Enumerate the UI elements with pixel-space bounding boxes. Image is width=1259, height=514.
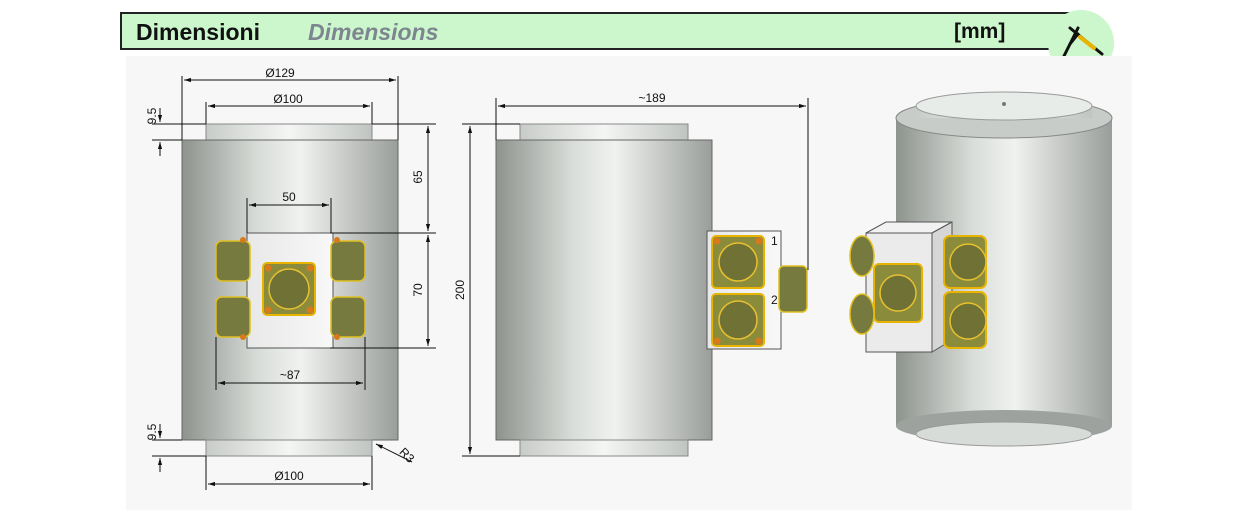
dim-top-outer-diameter: Ø129 bbox=[265, 66, 295, 80]
dim-corner-radius: R3 bbox=[396, 445, 417, 466]
isometric-view bbox=[849, 91, 1113, 447]
dim-flange-bottom-height: 9.5 bbox=[145, 423, 159, 440]
section-header: Dimensioni Dimensions [mm] bbox=[120, 12, 1072, 50]
dim-upper-section: 65 bbox=[411, 170, 425, 184]
front-view bbox=[181, 123, 399, 457]
dim-connector-span: ~87 bbox=[280, 368, 301, 382]
caliper-icon bbox=[1060, 26, 1104, 62]
units-label: [mm] bbox=[954, 20, 1006, 43]
dim-connector-block-height: 70 bbox=[411, 283, 425, 297]
dim-overall-height: 200 bbox=[453, 280, 467, 300]
dim-top-inner-diameter: Ø100 bbox=[273, 92, 303, 106]
side-view bbox=[495, 123, 808, 457]
dim-connector-block-width: 50 bbox=[282, 190, 296, 204]
connector-label-2: 2 bbox=[771, 293, 778, 307]
title-english: Dimensions bbox=[308, 19, 439, 45]
dim-flange-top-height: 9.5 bbox=[145, 107, 159, 124]
dim-side-depth: ~189 bbox=[638, 91, 665, 105]
title-italian: Dimensioni bbox=[136, 19, 260, 45]
connector-label-1: 1 bbox=[771, 234, 778, 248]
dim-bottom-inner-diameter: Ø100 bbox=[274, 469, 304, 483]
